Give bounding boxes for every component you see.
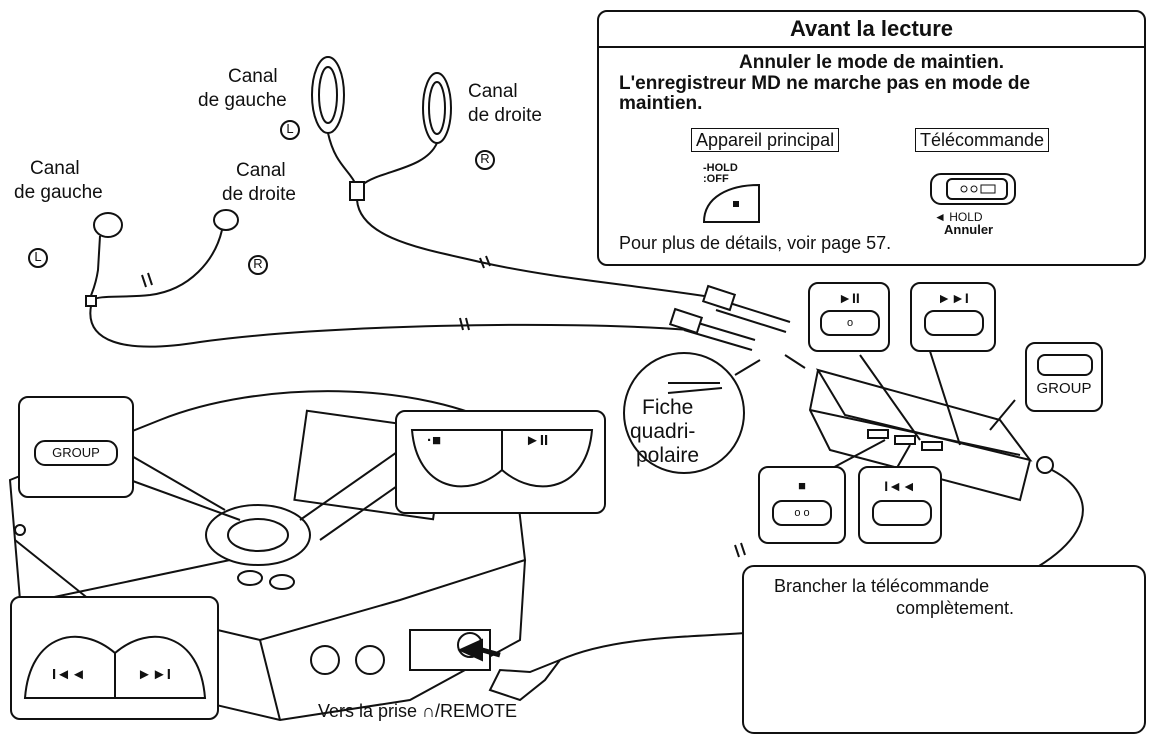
prev-next-dial-icon — [23, 635, 207, 699]
panel-line-1: L'enregistreur MD ne marche pas en mode … — [619, 73, 1031, 94]
panel-footer: Pour plus de détails, voir page 57. — [619, 233, 892, 253]
connect-fully-note: Brancher la télécommande complètement. — [742, 565, 1146, 734]
skip-next-icon: ►►I — [937, 290, 969, 306]
off-small-label: :OFF — [703, 173, 729, 185]
earphone-left-label-1: Canal — [30, 158, 80, 179]
earphone-right — [213, 209, 239, 231]
remote-stop-callout: ■ o o — [758, 466, 846, 544]
headphone-left-label-2: de gauche — [198, 90, 287, 111]
headphone-right-label-2: de droite — [468, 105, 542, 126]
before-playback-panel: Avant la lecture Annuler le mode de main… — [597, 10, 1146, 266]
headphone-left-label-1: Canal — [228, 66, 278, 87]
note-line-2: complètement. — [896, 598, 1015, 618]
stop-play-dial-icon — [410, 429, 594, 488]
hold-small-label: -HOLD — [703, 162, 738, 174]
remote-group-callout: GROUP — [1025, 342, 1103, 412]
headphone-right-mark: R — [480, 151, 490, 166]
headphone-right-label-1: Canal — [468, 81, 518, 102]
panel-subtitle: Annuler le mode de maintien. — [739, 52, 1004, 73]
next-icon: ►►I — [137, 666, 171, 683]
headphone-right-earpiece — [422, 72, 452, 144]
hold-direction-label: ◄ HOLD — [934, 210, 983, 224]
main-prev-next-callout: I◄◄ ►►I — [10, 596, 219, 720]
note-line-1: Brancher la télécommande — [774, 576, 990, 596]
earphone-right-label-1: Canal — [236, 160, 286, 181]
remote-skip-prev-callout: I◄◄ — [858, 466, 942, 544]
hold-switch-main-icon — [702, 183, 760, 223]
main-group-label: GROUP — [34, 440, 118, 466]
panel-title: Avant la lecture — [599, 12, 1144, 48]
earphone-left — [93, 212, 123, 238]
remote-play-pause-callout: ►II o — [808, 282, 890, 352]
hold-switch-remote-icon — [930, 173, 1016, 205]
play-pause-icon: ►II — [838, 290, 860, 306]
earphone-left-label-2: de gauche — [14, 182, 103, 203]
skip-prev-icon: I◄◄ — [884, 478, 916, 494]
earphone-left-mark: L — [34, 249, 42, 264]
plug-label-1: Fiche — [642, 396, 694, 419]
remote-jack-caption: Vers la prise ∩/REMOTE — [318, 701, 517, 721]
headphone-left-mark: L — [286, 121, 294, 136]
earphone-right-mark: R — [253, 256, 263, 271]
main-unit-label: Appareil principal — [691, 128, 840, 152]
plug-label-3: polaire — [636, 444, 700, 467]
headphone-left-earpiece — [311, 56, 345, 134]
plug-label-2: quadri- — [630, 420, 696, 443]
cancel-direction-label: Annuler — [944, 222, 994, 237]
stop-icon: ■ — [798, 478, 806, 493]
main-stop-play-callout: ·■ ►II — [395, 410, 606, 514]
remote-label: Télécommande — [915, 128, 1050, 152]
remote-skip-next-callout: ►►I — [910, 282, 996, 352]
remote-control-body — [808, 368, 1054, 502]
remote-group-label: GROUP — [1036, 380, 1092, 397]
main-group-callout: GROUP — [18, 396, 134, 498]
stop-play-left-icon: ·■ — [427, 432, 442, 449]
earphone-right-label-2: de droite — [222, 184, 296, 205]
stop-play-right-icon: ►II — [525, 432, 549, 449]
panel-line-2: maintien. — [619, 93, 703, 114]
prev-icon: I◄◄ — [52, 666, 86, 683]
